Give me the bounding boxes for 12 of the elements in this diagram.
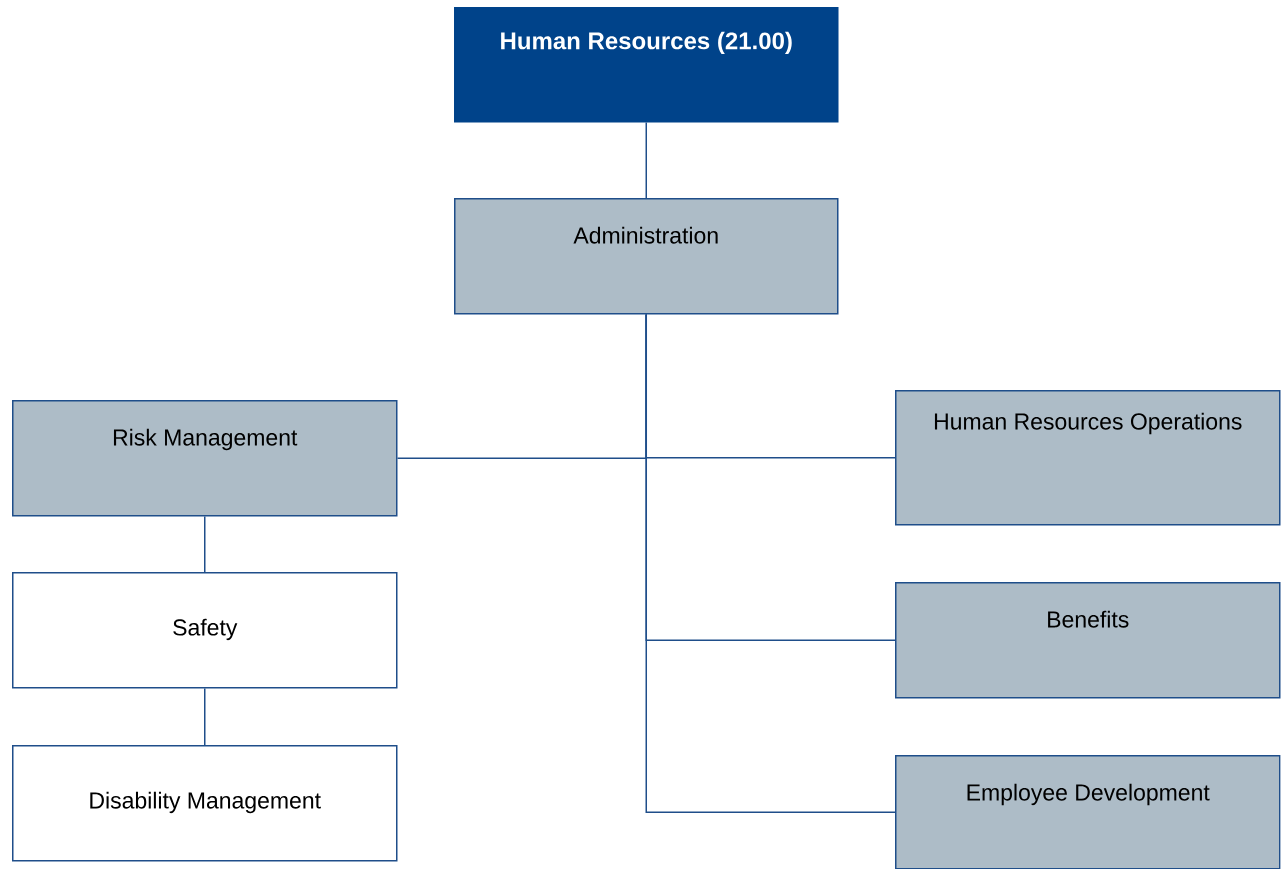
connector-line (204, 515, 206, 573)
unit-box: Disability Management (12, 745, 398, 862)
title-box: Human Resources (21.00) (454, 7, 839, 123)
connector-line (645, 313, 896, 813)
department-box: Human Resources Operations (895, 390, 1281, 526)
department-box: Employee Development (895, 755, 1281, 869)
connector-line (204, 687, 206, 746)
connector-line (645, 121, 647, 199)
department-box: Administration (454, 198, 839, 315)
department-box: Benefits (895, 582, 1281, 699)
department-box: Risk Management (12, 400, 398, 517)
unit-box: Safety (12, 572, 398, 689)
